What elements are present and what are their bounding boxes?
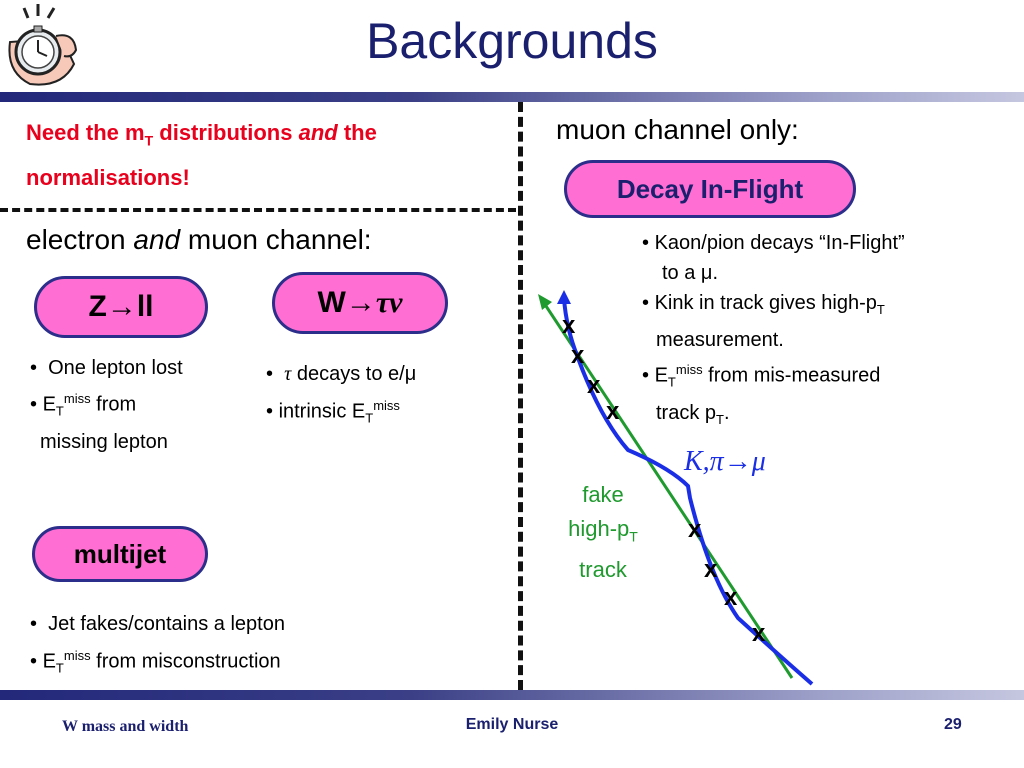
electron-muon-heading: electron and muon channel: (26, 224, 372, 255)
muon-track-arrowhead (557, 290, 571, 304)
hit-marker: x (704, 556, 718, 583)
list-item: • Kink in track gives high-pT (642, 292, 885, 317)
list-item: track pT. (656, 401, 730, 427)
slide-title: Backgrounds (366, 13, 658, 69)
list-item: • intrinsic ETmiss (266, 398, 400, 426)
list-item: • Kaon/pion decays “In-Flight” (642, 232, 905, 254)
normalisation-note: Need the mT distributions and the normal… (26, 120, 377, 191)
decay-in-flight-pill: Decay In-Flight (564, 160, 856, 218)
hit-marker: x (724, 584, 738, 611)
zll-pill: Z→ll (34, 276, 208, 338)
list-item: • ETmiss from misconstruction (30, 648, 281, 676)
list-item: • τ decays to e/μ (266, 363, 417, 385)
page-number: 29 (944, 716, 962, 733)
fake-high-pt-track-line (540, 299, 794, 679)
muon-only-heading: muon channel only: (556, 114, 799, 145)
decay-label: K,π→μ (684, 446, 766, 477)
list-item: missing lepton (40, 430, 168, 453)
list-item: • One lepton lost (30, 357, 183, 379)
bottom-divider-bar (0, 690, 1024, 700)
list-item: • Jet fakes/contains a lepton (30, 613, 285, 635)
stopwatch-icon (2, 2, 82, 88)
zll-bullets: • One lepton lost • ETmiss from missing … (30, 352, 260, 457)
vertical-dashed-divider (518, 102, 523, 690)
hit-marker: x (571, 342, 585, 369)
fake-track-arrowhead (538, 294, 552, 310)
muon-kinked-track (562, 297, 814, 686)
list-item: • ETmiss from mis-measured (642, 362, 881, 390)
list-item: to a μ. (662, 262, 718, 284)
multijet-bullets: • Jet fakes/contains a lepton • ETmiss f… (30, 608, 450, 685)
footer-author: Emily Nurse (465, 716, 559, 733)
top-divider-bar (0, 92, 1024, 102)
hit-marker: x (688, 516, 702, 543)
fake-track-label: fake high-pT track (568, 482, 638, 583)
hit-marker: x (606, 398, 620, 425)
track-kink-diagram (538, 290, 814, 686)
decay-in-flight-bullets: • Kaon/pion decays “In-Flight” to a μ. •… (642, 228, 1012, 435)
multijet-pill: multijet (32, 526, 208, 582)
list-item: measurement. (656, 329, 784, 351)
wtaunu-bullets: • τ decays to e/μ • intrinsic ETmiss (266, 358, 496, 435)
hit-marker: x (587, 372, 601, 399)
horizontal-dashed-divider (0, 208, 516, 212)
hit-marker: x (752, 620, 766, 647)
hit-marker: x (562, 312, 576, 339)
footer-left: W mass and width (62, 718, 189, 735)
list-item: • ETmiss from (30, 391, 137, 419)
